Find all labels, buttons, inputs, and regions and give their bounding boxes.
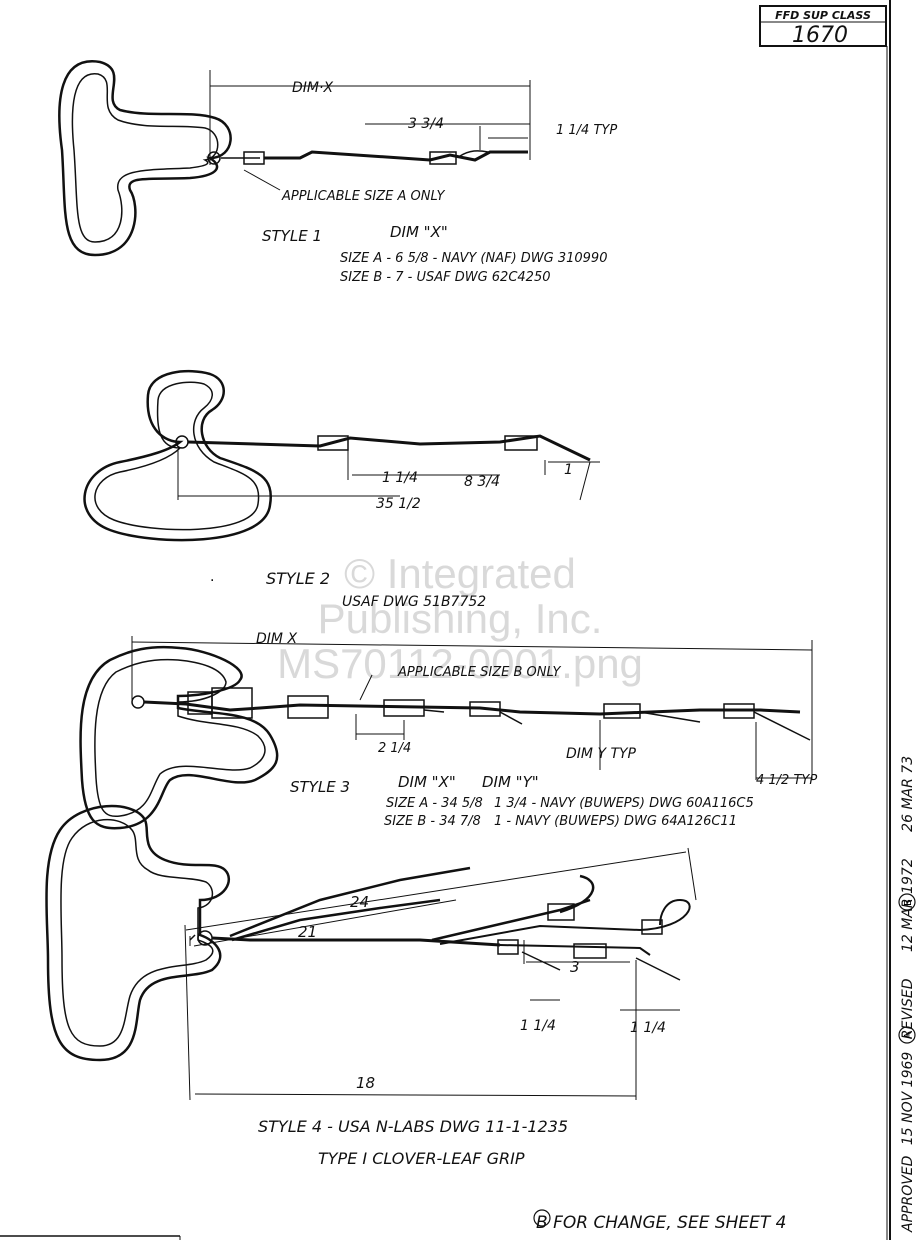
style-2-dim-35-1-2: 35 1/2 (376, 496, 421, 512)
style-4-dim-3: 3 (570, 958, 580, 976)
style-2-handle-grip (83, 369, 273, 542)
style-3-handle-grip (79, 645, 279, 830)
svg-text:A: A (903, 1032, 914, 1039)
style-2-figure: · (83, 369, 600, 589)
watermark: © Integrated Publishing, Inc. MS70112-00… (277, 550, 643, 687)
revision-b-date: 26 MAR 73 (900, 756, 916, 832)
style-3-size-b-y: 1 - NAVY (BUWEPS) DWG 64A126C11 (494, 814, 737, 829)
style-3-dim-x: DIM X (256, 631, 297, 647)
style-4-handle-grip (45, 804, 231, 1062)
style-2-dim-8-3-4: 8 3/4 (464, 474, 500, 490)
style-2-lanyard (187, 434, 591, 462)
style-1-size-b: SIZE B - 7 - USAF DWG 62C4250 (340, 270, 550, 285)
style-2-dim-1-1-4: 1 1/4 (382, 470, 418, 486)
style-4-dim-1-1-4-a: 1 1/4 (520, 1018, 556, 1034)
approved-label: APPROVED (900, 1155, 916, 1233)
style-4-dim-21: 21 (298, 923, 317, 941)
sheet-border (0, 0, 891, 1240)
style-3-note: APPLICABLE SIZE B ONLY (397, 665, 561, 680)
footer-note: B FOR CHANGE, SEE SHEET 4 (536, 1213, 787, 1233)
style-3-heading: STYLE 3 (290, 778, 350, 796)
style-3-size-a: SIZE A - 34 5/8 (386, 796, 483, 811)
approved-date: 15 NOV 1969 (900, 1052, 916, 1146)
svg-text:B: B (903, 899, 914, 906)
revised-label: REVISED (900, 978, 916, 1039)
style-2-dim-1: 1 (564, 462, 573, 478)
fsc-value: 1670 (792, 23, 848, 48)
style-2-ref: USAF DWG 51B7752 (342, 594, 486, 610)
style-4-figure (45, 804, 697, 1101)
style-3-dim-y-typ: DIM Y TYP (566, 746, 637, 762)
style-3-lanyard (143, 700, 801, 716)
style-1-size-a: SIZE A - 6 5/8 - NAVY (NAF) DWG 310990 (340, 251, 607, 266)
style-1-lanyard (264, 150, 528, 162)
style-3-size-b: SIZE B - 34 7/8 (384, 814, 481, 829)
style-1-note: APPLICABLE SIZE A ONLY (281, 189, 445, 204)
style-3-figure (79, 636, 813, 830)
approval-stamp: APPROVED 15 NOV 1969 REVISED 12 MAR 1972… (898, 756, 916, 1233)
style-1-dim-typ: 1 1/4 TYP (556, 123, 617, 138)
style-4-dim-24: 24 (350, 893, 369, 911)
fsc-label: FFD SUP CLASS (775, 9, 871, 22)
style-1-dim-header: DIM "X" (390, 223, 448, 241)
style-4-heading: STYLE 4 - USA N-LABS DWG 11-1-1235 (258, 1117, 568, 1136)
style-1-figure (58, 60, 531, 257)
svg-text:·: · (210, 573, 214, 589)
style-3-size-a-y: 1 3/4 - NAVY (BUWEPS) DWG 60A116C5 (494, 796, 754, 811)
watermark-line-2: Publishing, Inc. (318, 595, 603, 642)
style-3-dim-4-1-2: 4 1/2 TYP (756, 773, 817, 788)
style-4-subheading: TYPE I CLOVER-LEAF GRIP (318, 1149, 525, 1168)
style-1-handle-grip (58, 60, 232, 257)
style-3-dim-y-header: DIM "Y" (482, 773, 539, 791)
style-4-dim-18: 18 (356, 1074, 375, 1092)
watermark-line-3: MS70112-0001.png (277, 640, 643, 687)
style-4-dim-1-1-4-b: 1 1/4 (630, 1020, 666, 1036)
watermark-line-1: © Integrated (344, 550, 576, 597)
svg-text:APPROVED 15 NOV 1969: APPROVED 15 NOV 1969 REVISED 12 MAR 1972… (900, 756, 916, 1233)
style-1-dim-3-3-4: 3 3/4 (408, 116, 444, 132)
style-1-dim-x: DIM·X (292, 80, 333, 96)
style-2-heading: STYLE 2 (266, 569, 330, 588)
change-b-circle (533, 1209, 551, 1227)
style-3-dim-x-header: DIM "X" (398, 773, 456, 791)
style-3-dim-2-1-4: 2 1/4 (378, 741, 411, 756)
revision-a-date: 12 MAR 1972 (900, 858, 916, 952)
style-1-heading: STYLE 1 (262, 227, 322, 245)
